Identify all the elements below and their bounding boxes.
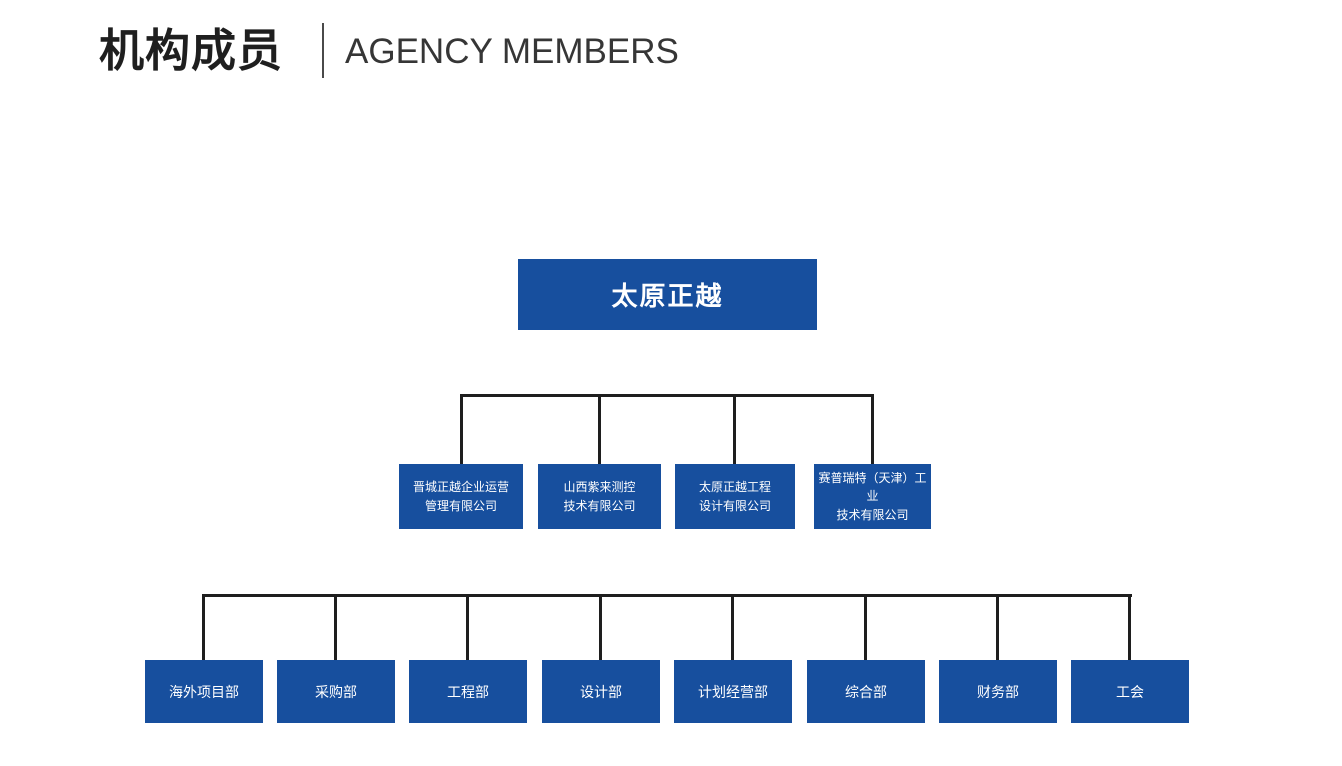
page-title: 机构成员 (99, 25, 284, 76)
subsidiary-node: 山西紫来测控 技术有限公司 (538, 464, 661, 529)
connector-drop (996, 594, 999, 660)
connector-rail-subsidiaries (460, 394, 874, 397)
subsidiary-node: 赛普瑞特（天津）工业 技术有限公司 (814, 464, 931, 529)
org-root-node: 太原正越 (518, 259, 817, 330)
department-node: 工会 (1071, 660, 1189, 723)
connector-rail-departments (203, 594, 1132, 597)
connector-drop (731, 594, 734, 660)
department-node: 计划经营部 (674, 660, 792, 723)
connector-drop (598, 394, 601, 464)
connector-drop (599, 594, 602, 660)
connector-drop (733, 394, 736, 464)
title-divider (322, 23, 324, 78)
connector-drop (864, 594, 867, 660)
subsidiary-node: 晋城正越企业运营 管理有限公司 (399, 464, 523, 529)
department-node: 采购部 (277, 660, 395, 723)
page-subtitle: AGENCY MEMBERS (345, 32, 679, 71)
department-node: 设计部 (542, 660, 660, 723)
connector-drop (460, 394, 463, 464)
connector-drop (202, 594, 205, 660)
department-node: 工程部 (409, 660, 527, 723)
connector-drop (1128, 594, 1131, 660)
connector-drop (466, 594, 469, 660)
department-node: 海外项目部 (145, 660, 263, 723)
subsidiary-node: 太原正越工程 设计有限公司 (675, 464, 795, 529)
department-node: 财务部 (939, 660, 1057, 723)
connector-drop (871, 394, 874, 464)
connector-drop (334, 594, 337, 660)
department-node: 综合部 (807, 660, 925, 723)
